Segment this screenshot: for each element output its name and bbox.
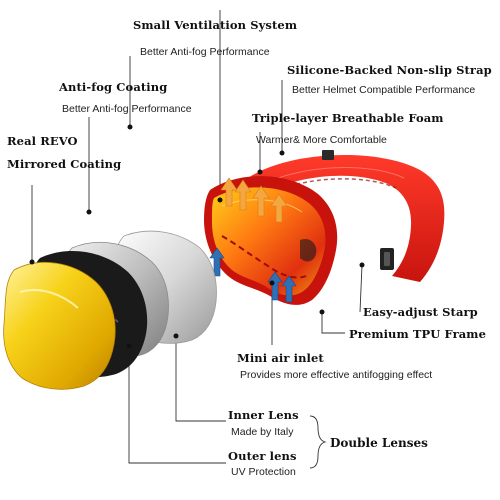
strap-title: Silicone-Backed Non-slip Strap bbox=[287, 63, 492, 77]
adjust-leader bbox=[359, 264, 363, 313]
small-vent-subtitle: Better Anti-fog Performance bbox=[140, 46, 270, 58]
strap-subtitle: Better Helmet Compatible Performance bbox=[292, 84, 476, 96]
antifog-subtitle: Better Anti-fog Performance bbox=[62, 103, 192, 115]
inner-lens-title: Inner Lens bbox=[228, 408, 299, 422]
air-inlet-subtitle: Provides more effective antifogging effe… bbox=[240, 369, 433, 381]
double-lenses-title: Double Lenses bbox=[330, 436, 428, 450]
foam-title: Triple-layer Breathable Foam bbox=[252, 111, 444, 125]
inner-lens-subtitle: Made by Italy bbox=[231, 426, 294, 438]
outer-lens-title: Outer lens bbox=[228, 449, 297, 463]
inner-lens-leader bbox=[175, 336, 226, 422]
leader-lines bbox=[31, 10, 363, 469]
revo-title-line2: Mirrored Coating bbox=[7, 157, 122, 171]
inlet-arrows bbox=[209, 247, 297, 303]
tpu-leader bbox=[321, 312, 345, 334]
foam-subtitle: Warmer& More Comfortable bbox=[256, 134, 387, 146]
outer-lens-leader bbox=[128, 346, 226, 464]
double-brace bbox=[309, 415, 327, 469]
leader-dots bbox=[29, 124, 365, 349]
vent-arrows bbox=[220, 177, 288, 223]
air-inlet-title: Mini air inlet bbox=[237, 351, 324, 365]
tpu-title: Premium TPU Frame bbox=[349, 327, 486, 341]
revo-lens bbox=[3, 262, 116, 390]
adjust-title: Easy-adjust Starp bbox=[363, 305, 478, 319]
small-vent-title: Small Ventilation System bbox=[133, 18, 298, 32]
goggle-frame bbox=[204, 176, 338, 305]
revo-title-line1: Real REVO bbox=[7, 134, 78, 148]
antifog-title: Anti-fog Coating bbox=[59, 80, 168, 94]
outer-lens-subtitle: UV Protection bbox=[231, 466, 296, 478]
